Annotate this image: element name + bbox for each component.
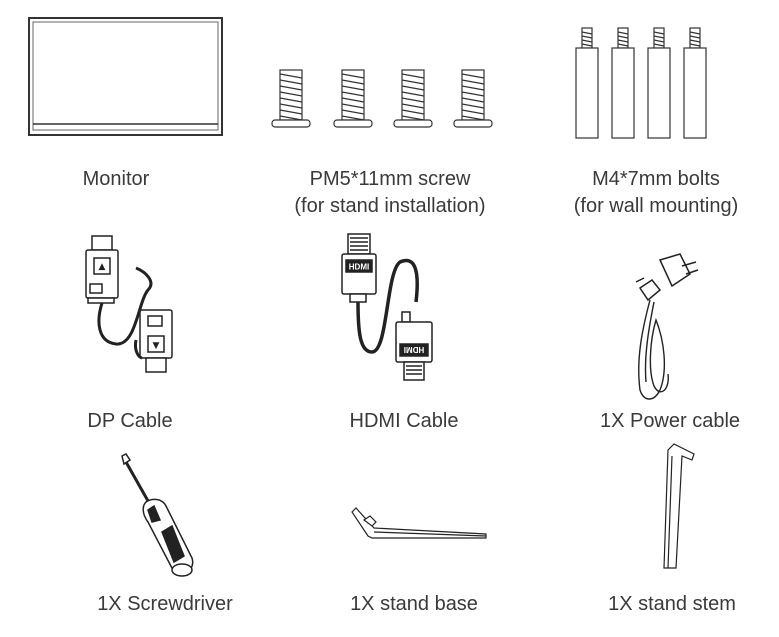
hdmi-cable-illustration: HDMI HDMI (330, 232, 440, 384)
hdmi-connector-text: HDMI (349, 263, 369, 272)
dp-cable-illustration: ▲ ▼ (76, 232, 186, 382)
hdmi-connector-text-2: HDMI (404, 345, 424, 354)
bolts-label: M4*7mm bolts (592, 168, 720, 190)
power-cable-illustration (620, 250, 710, 410)
bolts-sublabel: (for wall mounting) (573, 195, 739, 217)
svg-text:▲: ▲ (99, 262, 106, 272)
hdmi-cable-label: HDMI Cable (349, 410, 459, 432)
screwdriver-label: 1X Screwdriver (97, 593, 233, 615)
screw-sublabel: (for stand installation) (294, 195, 486, 217)
dp-cable-label: DP Cable (87, 410, 173, 432)
svg-text:▼: ▼ (153, 341, 160, 351)
stand-stem-illustration (652, 442, 702, 572)
stand-base-illustration (346, 504, 492, 544)
monitor-illustration (26, 14, 226, 139)
power-cable-label: 1X Power cable (599, 410, 741, 432)
screws-illustration (268, 66, 503, 138)
stand-stem-label: 1X stand stem (608, 593, 736, 615)
screw-label: PM5*11mm screw (309, 168, 471, 190)
monitor-label: Monitor (82, 168, 150, 190)
bolts-illustration (572, 24, 712, 142)
stand-base-label: 1X stand base (350, 593, 478, 615)
screwdriver-illustration (112, 452, 212, 582)
